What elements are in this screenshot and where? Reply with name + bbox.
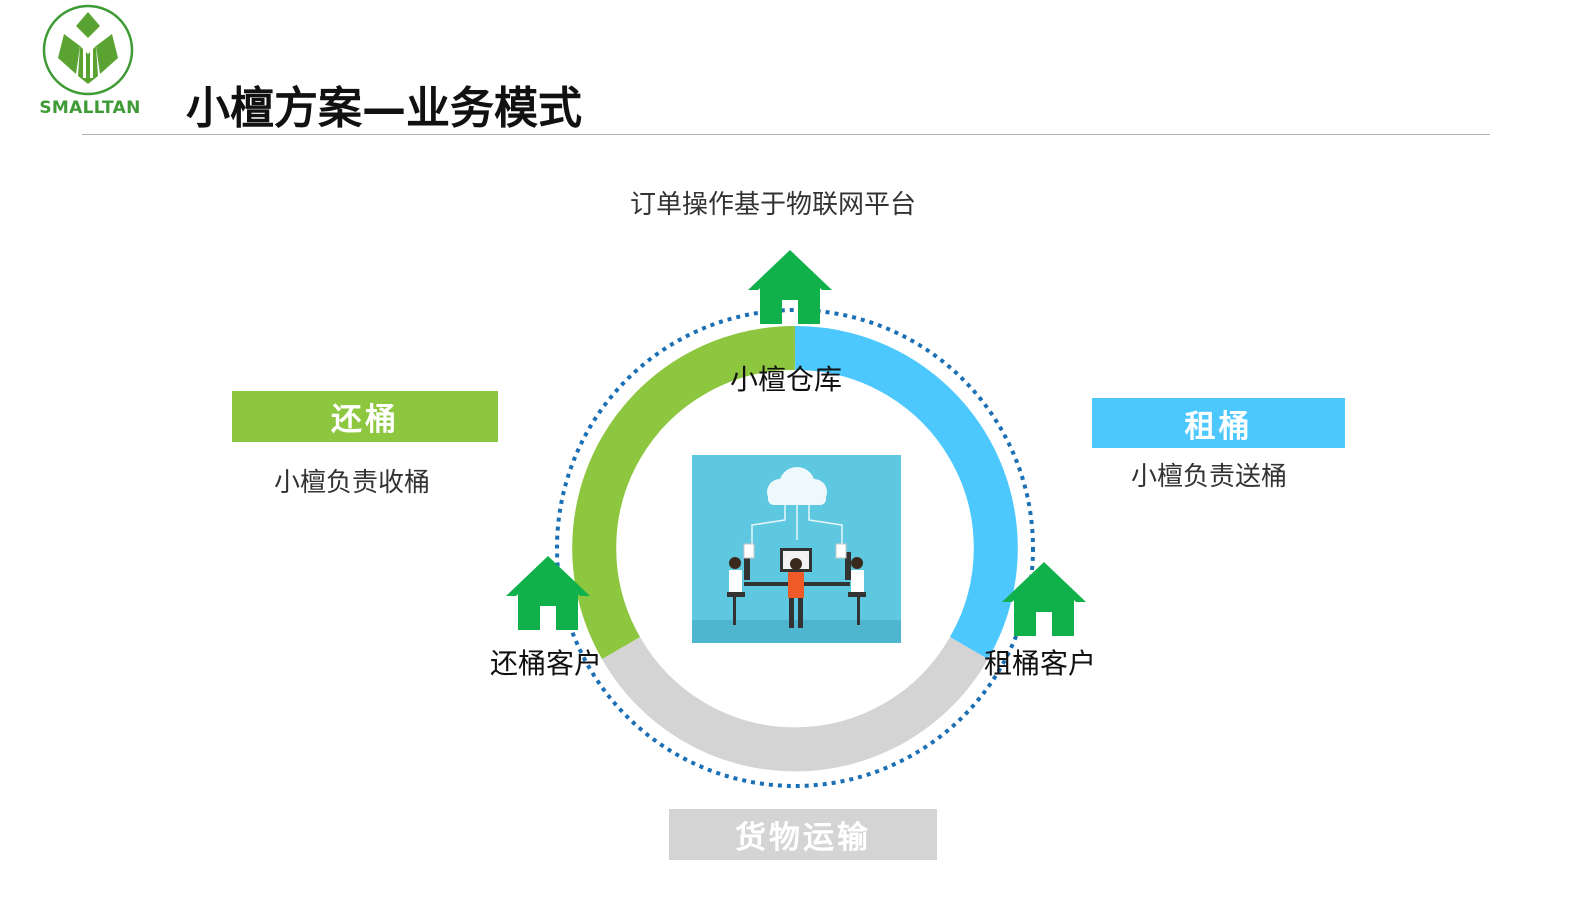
rent-bucket-desc: 小檀负责送桶 — [1131, 462, 1288, 492]
page-title: 小檀方案—业务模式 — [186, 83, 582, 134]
rent-bucket-box: 租桶 — [1092, 398, 1345, 448]
house-icon — [748, 250, 832, 324]
return-bucket-desc: 小檀负责收桶 — [274, 468, 431, 498]
rent-customer-label: 租桶客户 — [984, 647, 1097, 680]
logo-text: SMALLTAN — [39, 98, 141, 118]
warehouse-label: 小檀仓库 — [730, 363, 843, 396]
house-icon — [1002, 562, 1086, 636]
return-bucket-box: 还桶 — [232, 391, 498, 442]
ring-segment-transport — [601, 636, 989, 772]
title-divider — [82, 134, 1490, 135]
ring-segment-return — [572, 325, 796, 659]
ring-segment-rent — [794, 325, 1018, 659]
smalltan-logo-icon — [42, 4, 134, 96]
return-customer-label: 还桶客户 — [490, 647, 603, 680]
transport-box: 货物运输 — [669, 809, 937, 860]
outer-dotted-ring — [555, 308, 1035, 788]
center-illustration — [692, 455, 901, 643]
platform-label: 订单操作基于物联网平台 — [630, 190, 917, 220]
house-icon — [506, 556, 590, 630]
